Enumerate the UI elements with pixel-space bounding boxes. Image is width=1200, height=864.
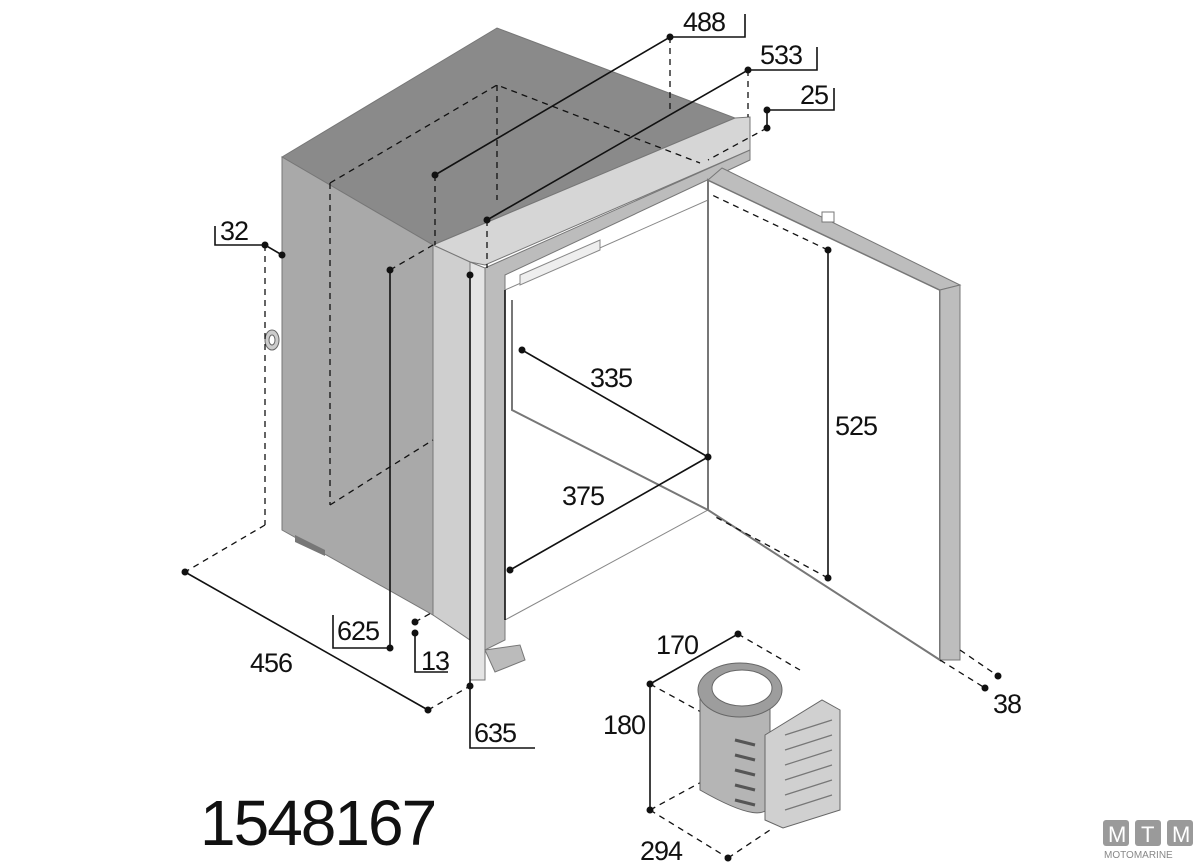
door-latch xyxy=(821,211,835,223)
dim-label-335: 335 xyxy=(590,363,632,393)
dim-label-32: 32 xyxy=(220,216,248,246)
front-frame-lip xyxy=(469,261,486,681)
dim-label-13: 13 xyxy=(421,646,449,676)
interior-shelf-light xyxy=(519,239,601,286)
cooling-unit xyxy=(697,662,841,829)
motomarine-logo: M T M MOTOMARINE xyxy=(1103,820,1193,861)
logo-letter-m1: M xyxy=(1108,822,1126,847)
dim-label-294: 294 xyxy=(640,836,683,864)
dim-label-533: 533 xyxy=(760,40,802,70)
model-number: 1548167 xyxy=(200,787,435,859)
dim-label-525: 525 xyxy=(835,411,877,441)
logo-letter-m2: M xyxy=(1172,822,1190,847)
fridge-door xyxy=(707,167,962,662)
logo-letter-t: T xyxy=(1141,822,1154,847)
side-connector xyxy=(264,329,280,351)
frame-base-tab xyxy=(484,644,526,673)
interior-opening xyxy=(504,199,709,621)
dim-label-25: 25 xyxy=(800,80,828,110)
fridge-cabinet xyxy=(281,27,751,681)
door-panel xyxy=(707,178,941,662)
dim-label-170: 170 xyxy=(656,630,698,660)
door-edge-side xyxy=(939,284,961,661)
dim-label-180: 180 xyxy=(603,710,645,740)
dim-label-375: 375 xyxy=(562,481,604,511)
dim-label-38: 38 xyxy=(993,689,1021,719)
dim-label-488: 488 xyxy=(683,7,725,37)
logo-text: MOTOMARINE xyxy=(1104,850,1173,861)
dim-label-635: 635 xyxy=(474,718,516,748)
dim-label-625: 625 xyxy=(337,616,379,646)
dim-label-456: 456 xyxy=(250,648,292,678)
front-frame-left xyxy=(432,244,471,641)
dimension-lines xyxy=(181,14,1002,862)
unit-grille xyxy=(764,699,841,829)
cabinet-foot xyxy=(295,535,325,556)
